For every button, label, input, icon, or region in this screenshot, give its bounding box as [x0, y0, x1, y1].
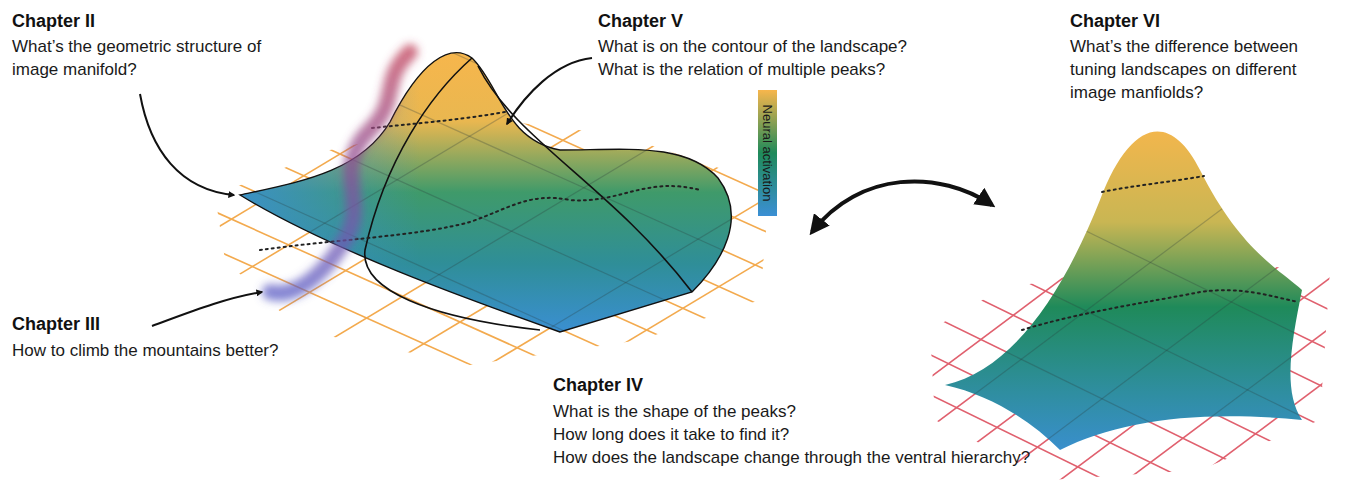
chapter-question: How long does it take to find it? [553, 423, 789, 446]
contour-line [372, 112, 505, 128]
leader-arrow [152, 292, 262, 326]
landscape-shading [240, 53, 731, 332]
surface-grid [900, 113, 1350, 498]
surface-outline [240, 53, 731, 332]
landscape-surface [240, 53, 731, 332]
chapter-heading: Chapter VI [1070, 10, 1160, 33]
leader-arrow [507, 58, 592, 124]
chapter-question: How to climb the mountains better? [12, 339, 278, 362]
leader-arrow [140, 94, 234, 195]
chapter-question: What is the shape of the peaks? [553, 400, 796, 423]
contour-line [1022, 290, 1298, 330]
comparison-arrow [812, 181, 992, 232]
contour-line [260, 186, 700, 250]
tuning-landscape [900, 113, 1350, 498]
chapter-heading: Chapter IV [553, 374, 643, 397]
chapter-question: What’s the difference between tuning lan… [1070, 35, 1338, 104]
chapter-question: What is on the contour of the landscape? [598, 35, 907, 58]
chapter-heading: Chapter III [12, 313, 100, 336]
chapter-question: How does the landscape change through th… [553, 446, 1030, 469]
ridge-outline [478, 66, 692, 292]
image-manifold-grid [900, 63, 1350, 498]
chapter-question: What’s the geometric structure of image … [12, 35, 312, 81]
chapter-heading: Chapter V [598, 10, 683, 33]
chapter-heading: Chapter II [12, 10, 95, 33]
colorbar-label: Neural activation [760, 105, 775, 202]
chapter-question: What is the relation of multiple peaks? [598, 58, 885, 81]
landscape-surface [945, 131, 1302, 450]
optimization-trajectory [270, 52, 410, 293]
colorbar [758, 90, 777, 216]
contour-line [1102, 176, 1204, 192]
